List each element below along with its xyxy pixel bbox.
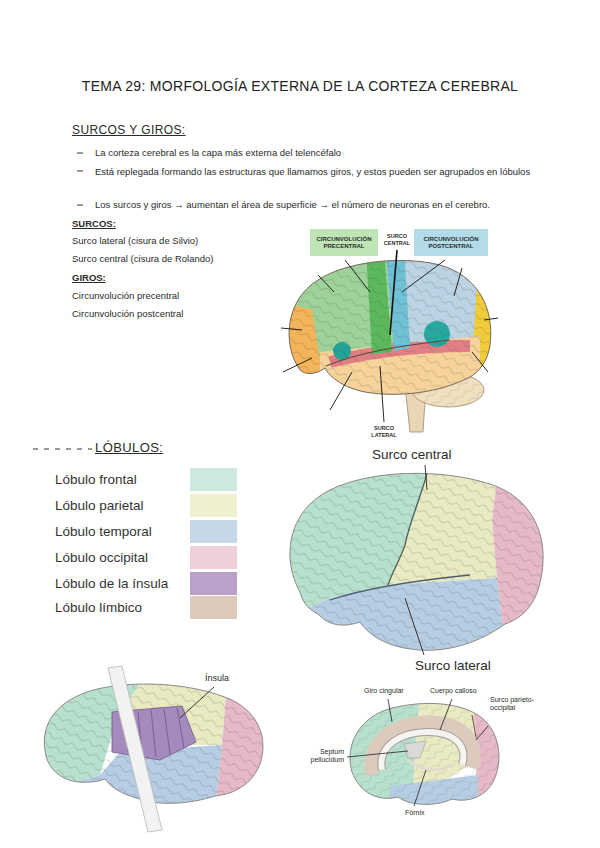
part-label: Giro cingular — [364, 687, 404, 695]
leader-line — [440, 699, 452, 730]
leader-line — [454, 268, 462, 296]
legend-text: Lóbulo parietal — [55, 498, 144, 514]
fornix — [408, 760, 452, 770]
legend-swatch — [190, 494, 237, 517]
part-label: Fórnix — [405, 809, 424, 817]
part-label: Surco lateral — [415, 658, 491, 674]
legend-text: Lóbulo frontal — [55, 472, 137, 488]
part-label: SURCO CENTRAL — [381, 233, 413, 246]
leader-line — [330, 372, 352, 410]
insula-regions — [30, 670, 275, 810]
legend-swatch — [190, 546, 237, 569]
leader-lines — [347, 699, 488, 806]
gyrus-label-box: CIRCUNVOLUCIÓN PRECENTRAL — [310, 229, 378, 256]
leader-line — [390, 250, 397, 335]
frontal-region — [270, 250, 510, 410]
brain-medial — [340, 690, 510, 815]
bullet-dash — [77, 171, 83, 172]
brain-insula — [30, 666, 275, 832]
corpus-callosum-outline — [381, 732, 463, 770]
leader-line — [425, 465, 427, 490]
gyrus-label-box: CIRCUNVOLUCIÓN POSTCENTRAL — [414, 229, 488, 256]
gyri-texture — [270, 455, 560, 675]
lobe-regions — [270, 455, 560, 675]
leader-line — [388, 699, 392, 722]
brain-regions — [270, 250, 510, 410]
bullet-text: Los surcos y giros → aumentan el área de… — [95, 199, 490, 210]
legend-swatch — [190, 468, 237, 491]
leader-line — [472, 352, 488, 372]
septum — [404, 741, 426, 758]
leader-line — [318, 275, 334, 292]
box-text: CIRCUNVOLUCIÓN PRECENTRAL — [314, 236, 374, 250]
medial-regions — [340, 690, 510, 815]
leader-line — [402, 260, 445, 292]
cingulate-gyrus — [371, 722, 474, 775]
leader-line — [380, 366, 384, 422]
retractor — [108, 666, 162, 832]
bullet-dash — [77, 205, 83, 206]
legend-text: Lóbulo temporal — [55, 524, 152, 540]
leader-line — [414, 770, 426, 806]
list-item: Circunvolución postcentral — [72, 308, 183, 319]
subheading: SURCOS: — [72, 218, 116, 229]
subheading: GIROS: — [72, 272, 106, 283]
page-title: TEMA 29: MORFOLOGÍA EXTERNA DE LA CORTEZ… — [0, 78, 600, 95]
gyri-texture — [30, 670, 275, 810]
leader-line — [283, 358, 312, 372]
leader-lines — [281, 250, 498, 422]
bullet-text: Está replegada formando las estructuras … — [95, 165, 535, 179]
box-text: CIRCUNVOLUCIÓN POSTCENTRAL — [418, 236, 484, 250]
part-label: Septum pellucidum — [296, 748, 344, 765]
part-label: Ínsula — [205, 673, 229, 684]
corpus-callosum — [381, 732, 463, 770]
brain-outline — [290, 473, 543, 650]
section-heading: SURCOS Y GIROS: — [72, 123, 186, 137]
list-item: Surco central (cisura de Rolando) — [72, 253, 214, 264]
gyri-texture — [340, 690, 510, 815]
legend-swatch — [190, 520, 237, 543]
leader-line — [180, 687, 214, 718]
brain-outline — [350, 703, 499, 804]
legend-text: Lóbulo occipital — [55, 550, 148, 566]
section-heading: LÓBULOS: — [95, 440, 163, 456]
leader-line — [281, 328, 302, 330]
lateral-sulcus — [330, 575, 470, 600]
brain-lateral-gyri — [270, 250, 510, 432]
bullet-dash — [77, 153, 83, 154]
legend-text: Lóbulo límbico — [55, 600, 142, 616]
bullet-text: La corteza cerebral es la capa más exter… — [95, 147, 341, 158]
lateral-sulcus — [326, 340, 450, 366]
part-label: Surco parieto-occipital — [490, 696, 534, 713]
legend-text: Lóbulo de la ínsula — [55, 576, 168, 592]
brain-outline — [44, 684, 263, 803]
leader-line — [405, 598, 424, 655]
central-sulcus — [388, 470, 428, 585]
list-item: Surco lateral (cisura de Silvio) — [72, 235, 198, 246]
leader-line — [345, 260, 370, 292]
part-label: Cuerpo calloso — [430, 687, 477, 695]
heading-dashes — [33, 449, 92, 450]
leader-line — [484, 318, 498, 320]
legend-swatch — [190, 572, 237, 595]
leader-line — [347, 751, 408, 757]
gyri-texture — [270, 250, 510, 410]
part-label: SURCO LATERAL — [366, 425, 402, 438]
legend-swatch — [190, 596, 237, 619]
brain-lobes — [270, 455, 560, 675]
leader-line — [476, 726, 488, 740]
list-item: Circunvolución precentral — [72, 290, 179, 301]
part-label: Surco central — [372, 447, 452, 463]
